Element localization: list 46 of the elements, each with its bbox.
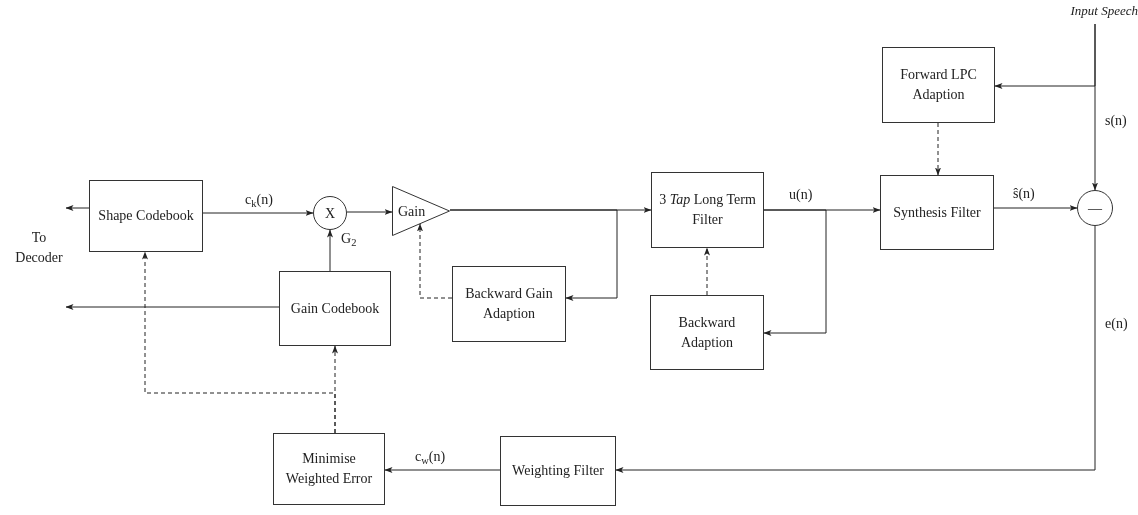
edge-label: c$_{w}$(n) — [414, 450, 447, 464]
process-box — [279, 271, 391, 346]
process-box — [452, 266, 566, 342]
box-text: — — [1088, 199, 1102, 218]
arrow — [449, 209, 618, 301]
edge-label: c$_{k}$(n) — [244, 193, 274, 207]
process-box — [651, 172, 764, 248]
box-text: Gain Codebook — [290, 299, 380, 318]
box-text: 3 Tap Long Term Filter — [658, 191, 757, 229]
dashed-arrow — [142, 251, 336, 434]
edge-label: G$_{2}$ — [340, 232, 358, 246]
box-text: Weighting Filter — [512, 462, 604, 480]
edge-label: u(n) — [788, 188, 814, 202]
output-label: To Decoder — [12, 200, 66, 314]
dashed-arrow — [704, 247, 710, 296]
dashed-arrow — [935, 122, 941, 176]
box-text: Backward Gain Adaption — [464, 285, 554, 323]
input-label: Input Speech — [1048, 4, 1138, 24]
edge-label: ŝ(n) — [1012, 187, 1036, 201]
edge-label: e(n) — [1104, 317, 1129, 331]
process-box — [500, 436, 616, 506]
arrow — [615, 225, 1096, 473]
box-text: Forward LPC Adaption — [899, 66, 978, 104]
arrow — [202, 210, 314, 216]
edge-label: s(n) — [1104, 114, 1128, 128]
arrow — [65, 205, 90, 211]
process-box — [880, 175, 994, 250]
box-text: Synthesis Filter — [893, 203, 981, 222]
process-box — [273, 433, 385, 505]
arrow — [384, 467, 501, 473]
box-text: Backward Adaption — [677, 313, 737, 352]
arrow — [327, 229, 333, 272]
box-text: X — [324, 204, 336, 223]
arrow — [763, 209, 827, 336]
arrow — [65, 304, 280, 310]
process-box — [89, 180, 203, 252]
box-text: Minimise Weighted Error — [284, 450, 374, 488]
box-text: Gain — [398, 202, 426, 221]
process-box — [650, 295, 764, 370]
box-text: Shape Codebook — [98, 207, 194, 225]
arrow — [993, 205, 1078, 211]
arrow — [994, 23, 1096, 89]
dashed-arrow — [417, 223, 453, 299]
process-box — [882, 47, 995, 123]
gain-triangle — [392, 186, 450, 236]
arrow — [346, 209, 393, 215]
